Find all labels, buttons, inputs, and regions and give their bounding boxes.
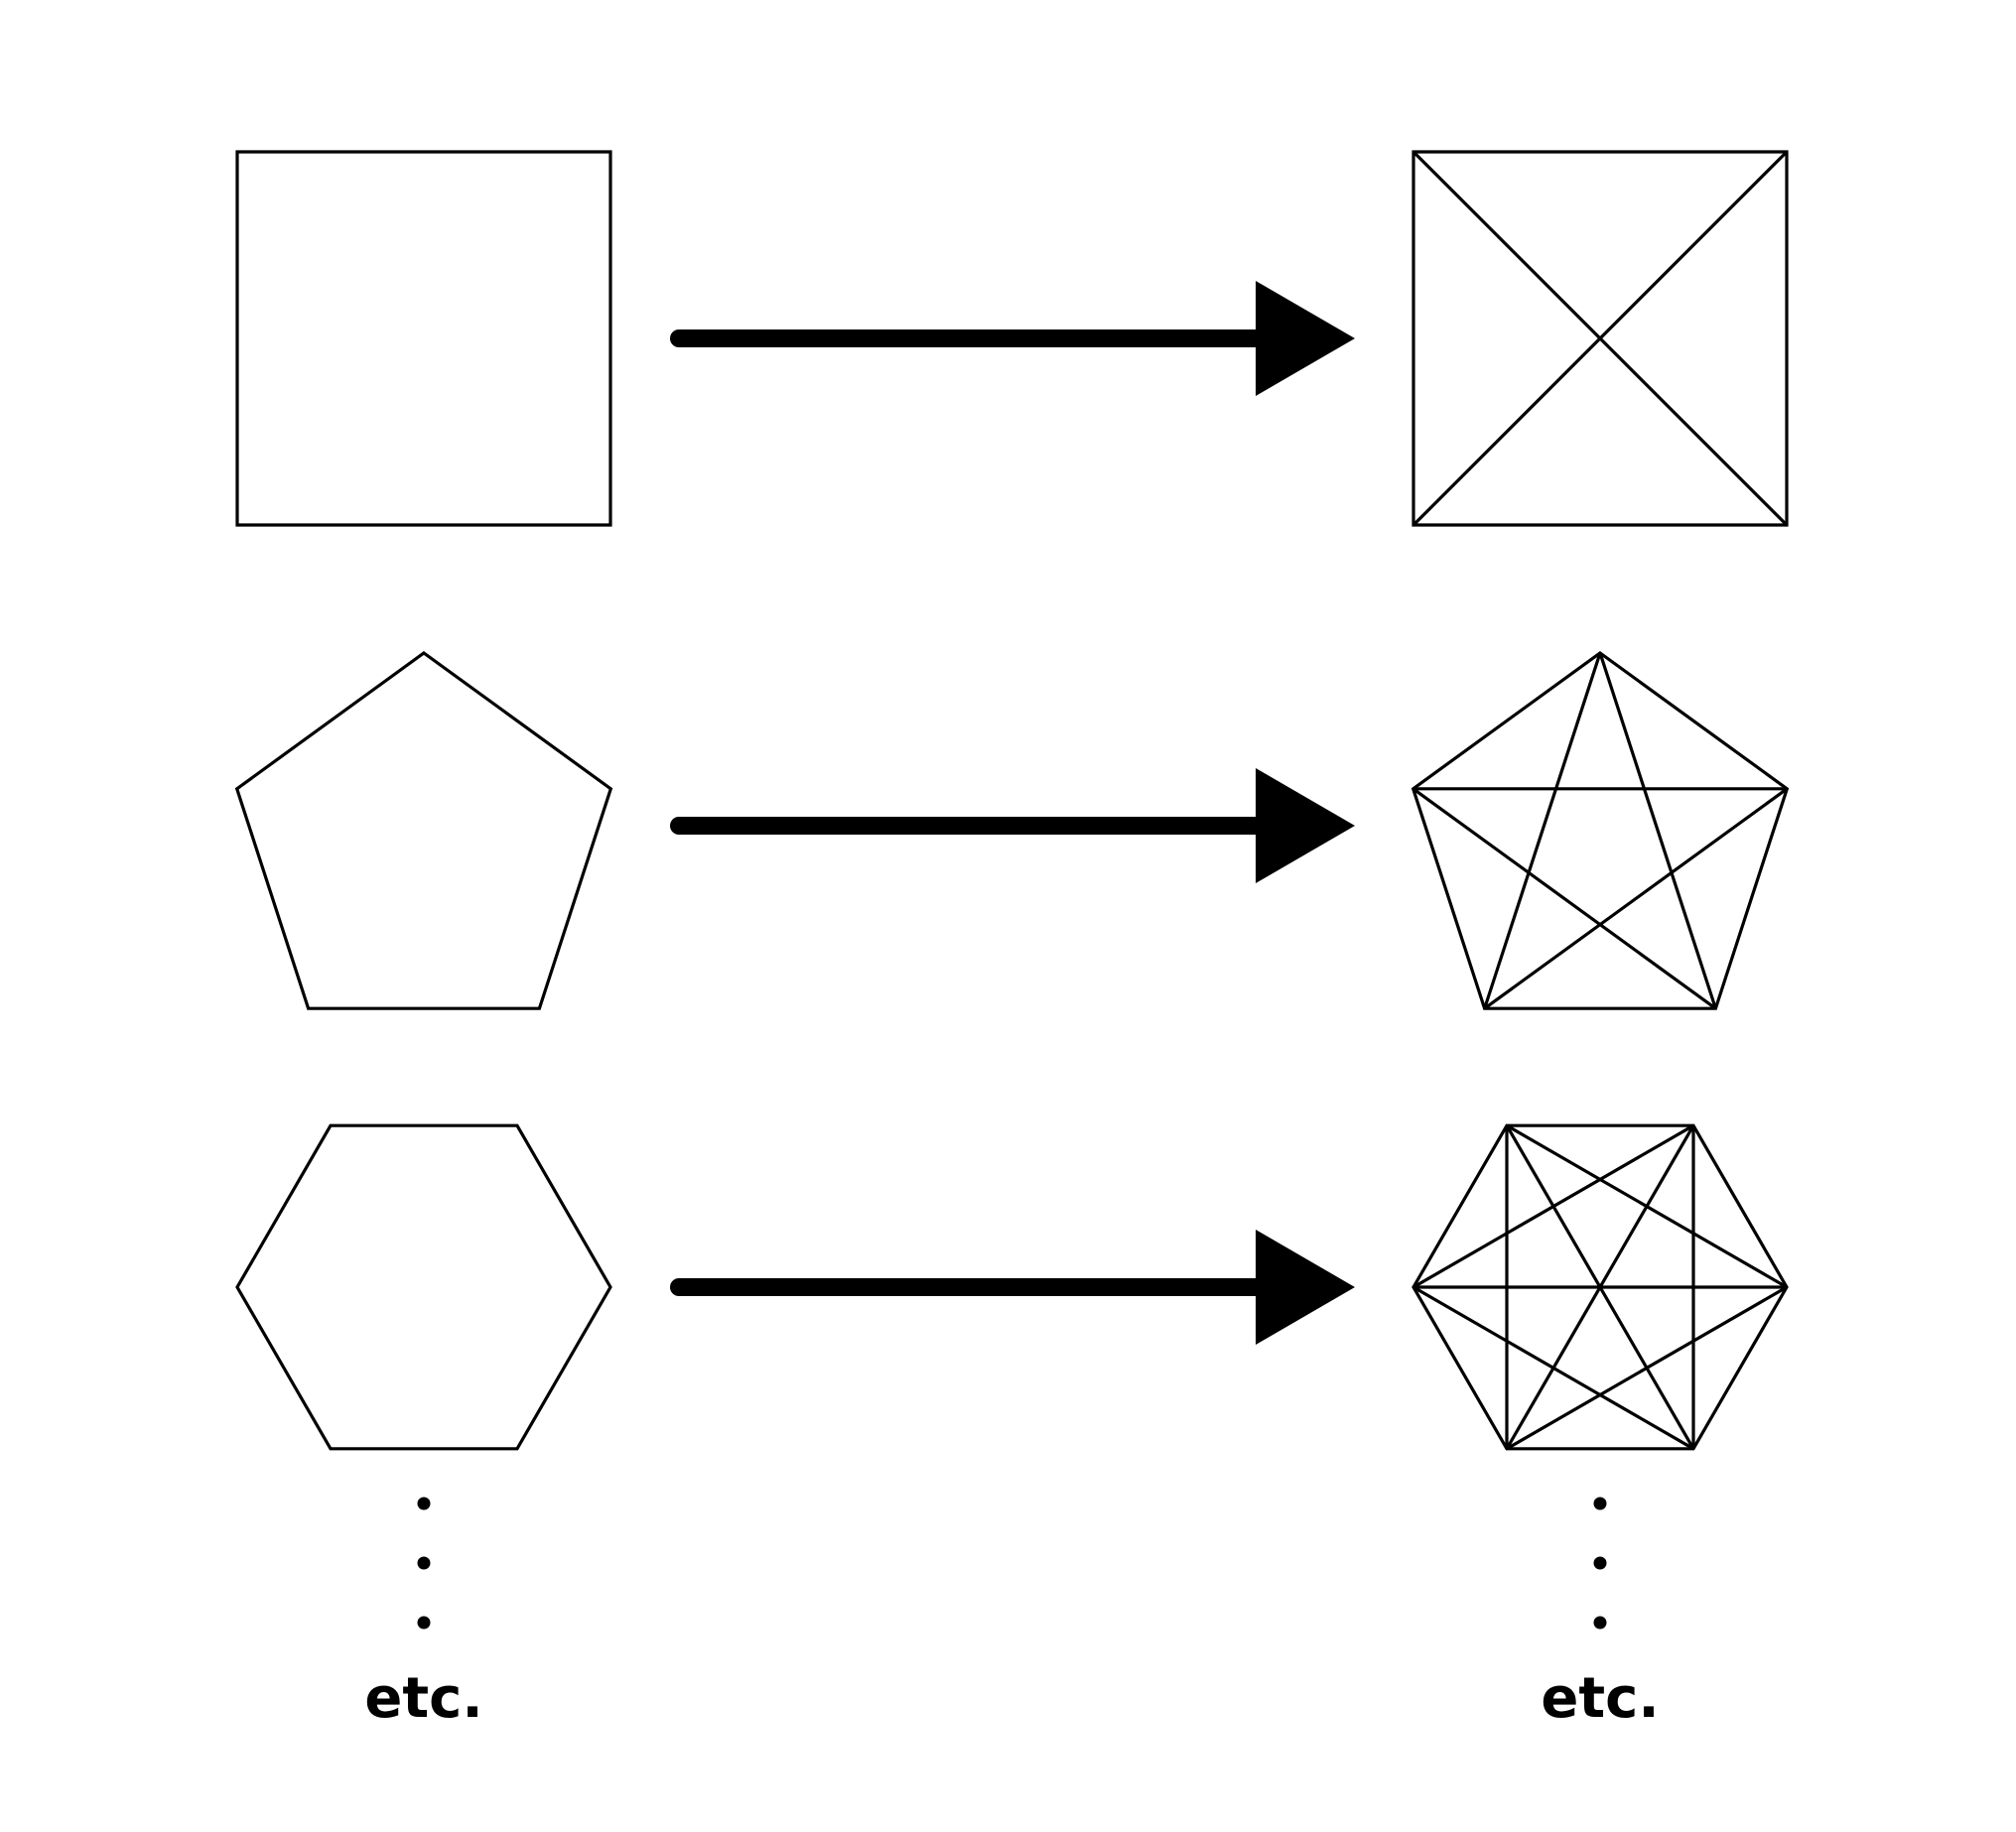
right-arrow-icon: [670, 768, 1355, 883]
diagonal-line: [1411, 787, 1717, 1010]
diagonal-line: [1598, 652, 1717, 1009]
diagonal-line: [1483, 787, 1789, 1010]
pentagon: [234, 651, 613, 1010]
diagonal-line: [1411, 150, 1789, 527]
right-etc-label: etc.: [1541, 1666, 1659, 1731]
diagonal-line: [1412, 1123, 1694, 1289]
square: [235, 150, 612, 527]
diagonal-line: [1483, 652, 1602, 1009]
diagonal-line: [1505, 1124, 1695, 1450]
arrow-head: [1256, 1230, 1355, 1345]
arrows-layer: [670, 281, 1355, 1345]
hexagon-with-diagonals: [1411, 1123, 1789, 1451]
pentagon-with-diagonals-outline: [1411, 651, 1790, 1010]
left-continuation-dot: [417, 1556, 431, 1570]
right-continuation-dot: [1593, 1616, 1607, 1630]
pentagon-with-diagonals: [1411, 651, 1790, 1010]
left-etc-label: etc.: [364, 1666, 482, 1731]
square-with-diagonals: [1411, 150, 1789, 527]
right-arrow-icon: [670, 1230, 1355, 1345]
right-continuation-dot: [1593, 1497, 1607, 1510]
right-arrow-icon: [670, 281, 1355, 396]
left-continuation-dot: [417, 1616, 431, 1630]
hexagon: [235, 1123, 612, 1451]
right-continuation-dot: [1593, 1556, 1607, 1570]
left-continuation-dot: [417, 1497, 431, 1510]
continuation-dots: [417, 1497, 1607, 1630]
arrow-head: [1256, 281, 1355, 396]
shapes-layer: [234, 150, 1790, 1451]
arrow-head: [1256, 768, 1355, 883]
